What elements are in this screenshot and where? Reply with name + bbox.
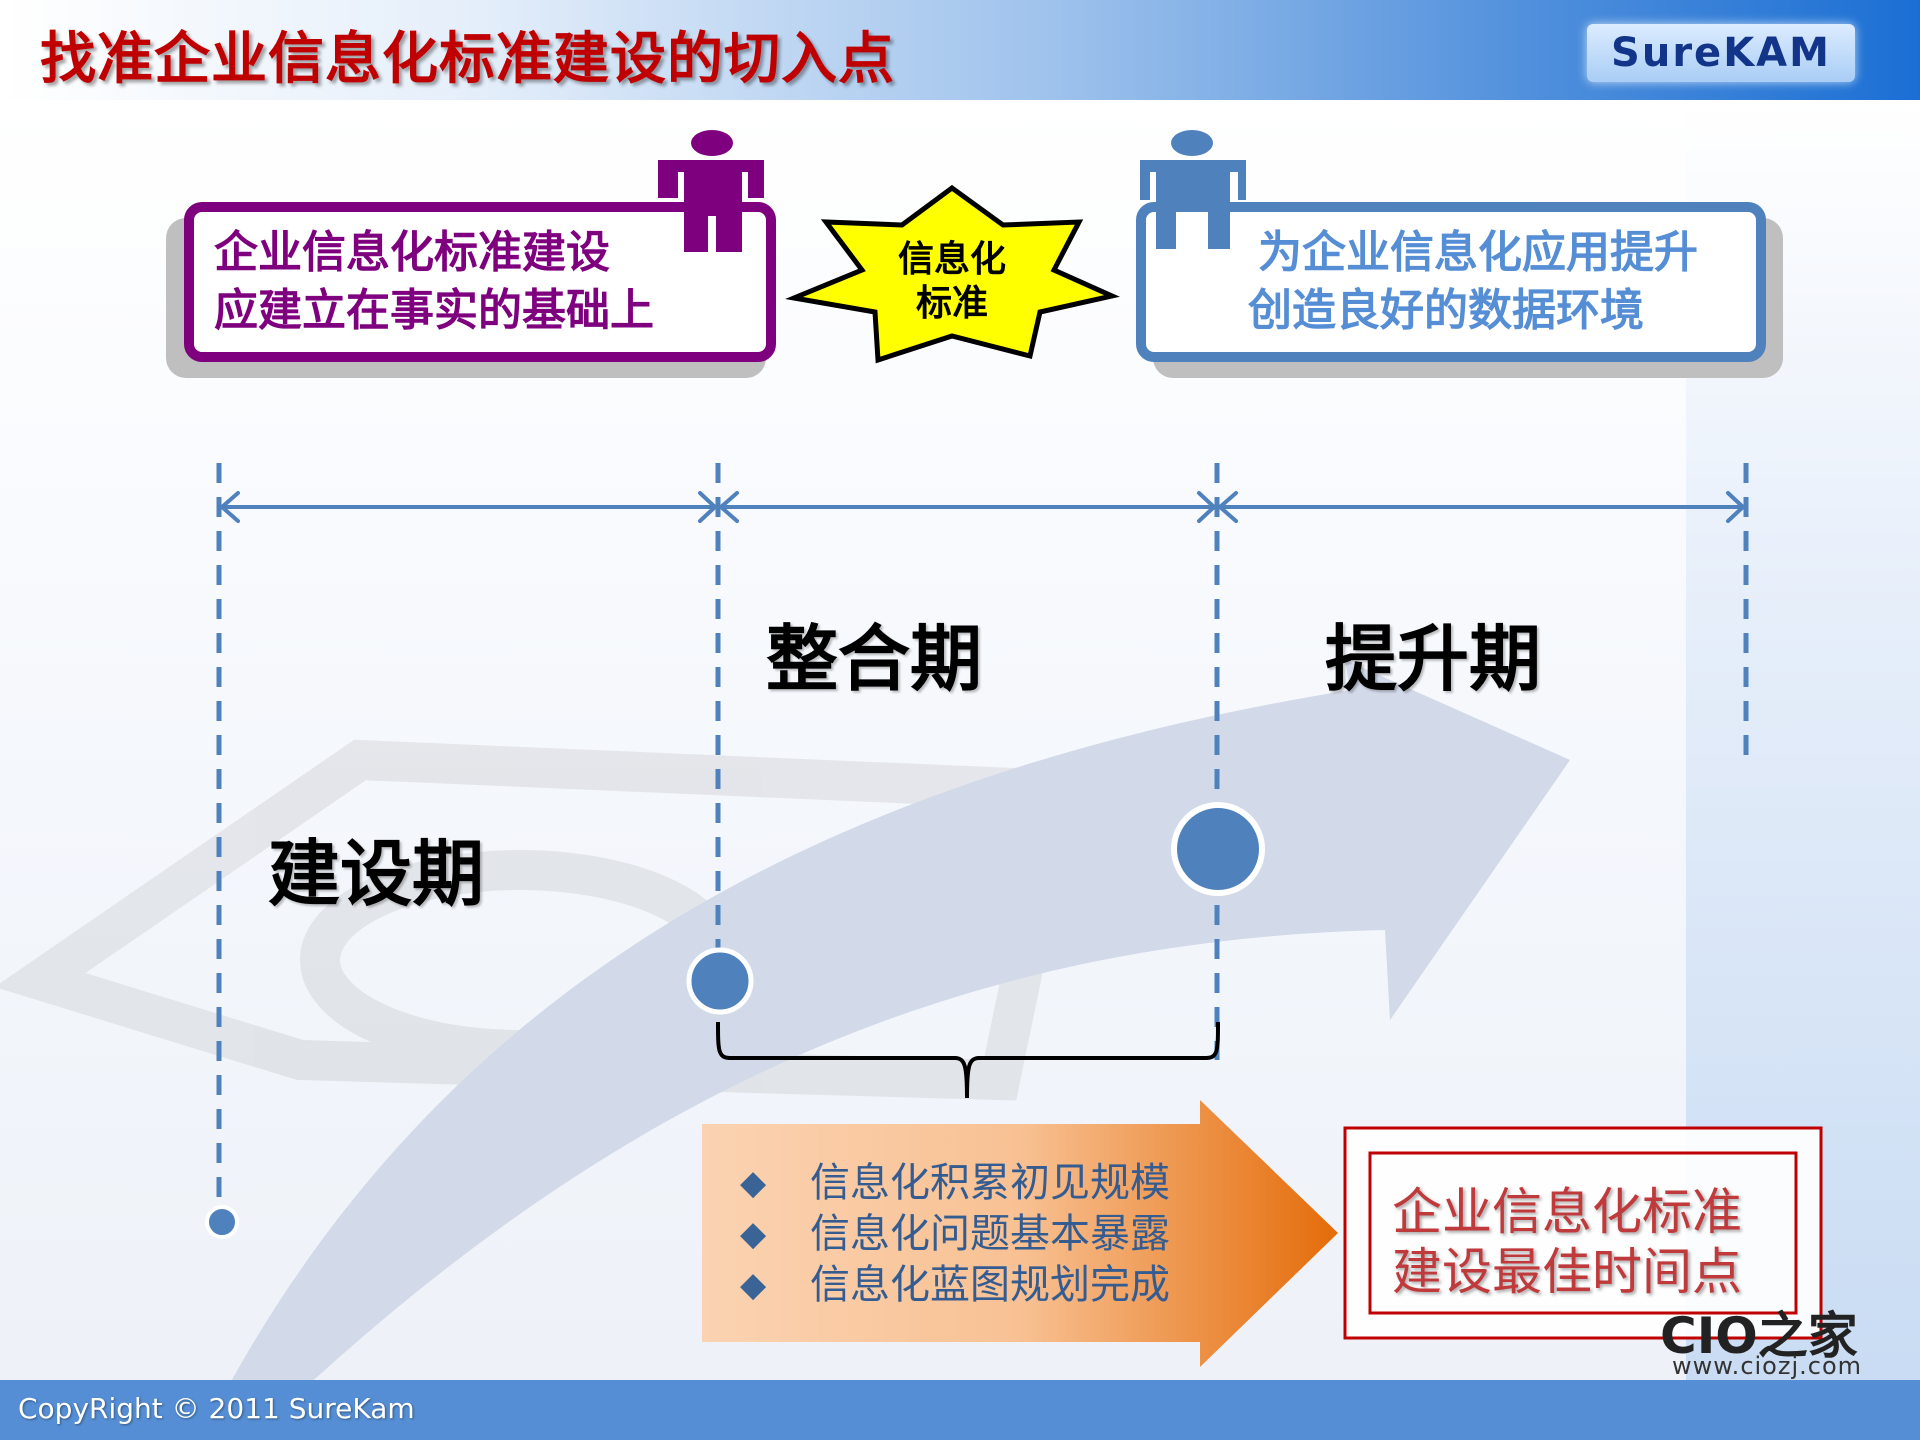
summary-bullet-list: ◆ 信息化积累初见规模 ◆ 信息化问题基本暴露 ◆ 信息化蓝图规划完成 [740, 1158, 1170, 1311]
left-callout-box [184, 202, 776, 362]
milestone-dot-integration [686, 947, 754, 1015]
phase-label-integrate: 整合期 [766, 617, 983, 701]
copyright-text: CopyRight © 2011 SureKam [18, 1392, 415, 1425]
conclusion-inner-frame [1368, 1151, 1798, 1315]
star-text-line1: 信息化 [897, 239, 1006, 280]
header-bar: 找准企业信息化标准建设的切入点 SureKAM [0, 0, 1920, 100]
left-callout-line1: 企业信息化标准建设 [214, 227, 610, 278]
conclusion-line2: 建设最佳时间点 [1392, 1243, 1742, 1301]
surekam-logo: SureKAM [1587, 24, 1855, 82]
right-callout-box [1136, 202, 1766, 362]
footer-bar: CopyRight © 2011 SureKam [0, 1380, 1920, 1440]
milestone-dot-start [205, 1205, 239, 1239]
star-text-line2: 标准 [915, 283, 988, 324]
diamond-bullet-icon: ◆ [740, 1163, 767, 1203]
conclusion-text: 企业信息化标准 建设最佳时间点 [1392, 1182, 1742, 1302]
cio-watermark-brand: CIO之家 [1660, 1307, 1858, 1365]
conclusion-line1: 企业信息化标准 [1392, 1183, 1742, 1241]
milestone-dot-upgrade [1171, 802, 1265, 896]
logo-text: SureKAM [1611, 30, 1831, 76]
list-item: ◆ 信息化问题基本暴露 [740, 1209, 1170, 1260]
phase-label-upgrade: 提升期 [1325, 617, 1542, 701]
orange-summary-arrow [702, 1100, 1338, 1367]
diamond-bullet-icon: ◆ [740, 1265, 767, 1305]
left-callout-line2: 应建立在事实的基础上 [214, 285, 654, 336]
cio-watermark-url: www.ciozj.com [1672, 1352, 1863, 1380]
conclusion-outer-frame [1343, 1126, 1823, 1340]
phase-label-build: 建设期 [268, 832, 485, 916]
page-title: 找准企业信息化标准建设的切入点 [40, 27, 895, 92]
list-item: ◆ 信息化蓝图规划完成 [740, 1260, 1170, 1311]
bullet-text: 信息化积累初见规模 [810, 1160, 1170, 1206]
bullet-text: 信息化问题基本暴露 [810, 1211, 1170, 1257]
bullet-text: 信息化蓝图规划完成 [810, 1262, 1170, 1308]
right-callout-line1: 为企业信息化应用提升 [1258, 227, 1698, 278]
range-brace [716, 1021, 1220, 1099]
list-item: ◆ 信息化积累初见规模 [740, 1158, 1170, 1209]
diamond-bullet-icon: ◆ [740, 1214, 767, 1254]
right-callout-line2: 创造良好的数据环境 [1248, 285, 1644, 336]
